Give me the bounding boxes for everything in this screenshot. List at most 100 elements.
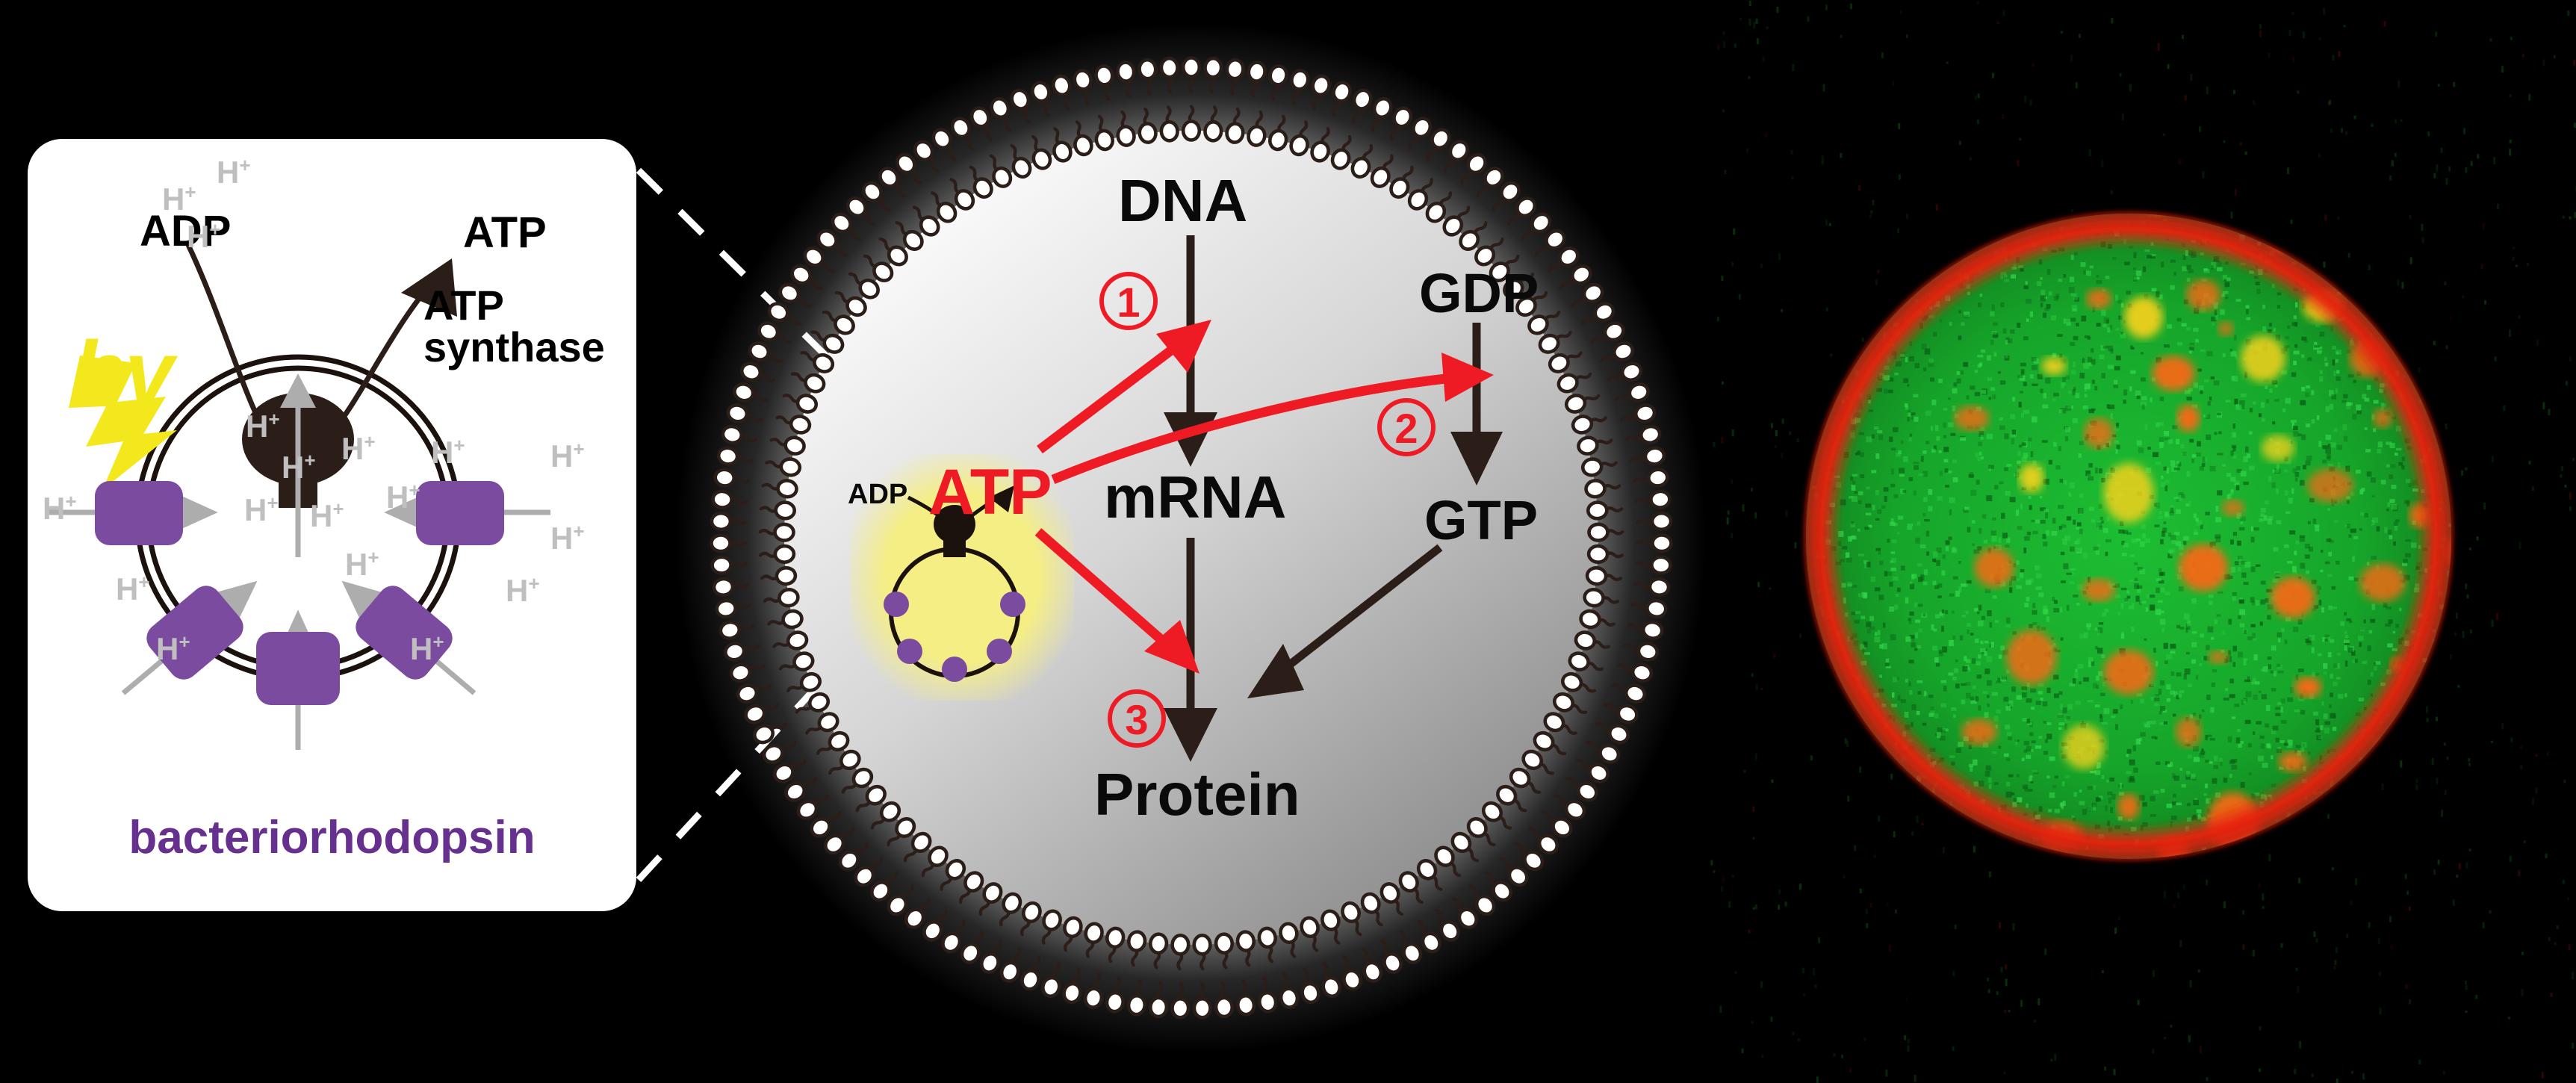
proton-label: H+: [156, 630, 190, 666]
background-speckle: [2329, 100, 2332, 105]
background-speckle: [1770, 1017, 1773, 1023]
background-speckle: [2070, 208, 2073, 213]
lipid-head: [1457, 907, 1479, 929]
background-speckle: [2394, 152, 2397, 158]
background-speckle: [2501, 723, 2504, 730]
background-speckle: [2465, 583, 2468, 589]
background-speckle: [2433, 869, 2436, 875]
background-speckle: [2223, 140, 2226, 143]
lipid-head: [1650, 511, 1673, 532]
inset-caption-bacteriorhodopsin: bacteriorhodopsin: [128, 812, 536, 863]
background-speckle: [2119, 73, 2122, 77]
lipid-head: [969, 106, 990, 128]
background-speckle: [1818, 937, 1820, 943]
lipid-head: [711, 489, 733, 509]
background-speckle: [1916, 815, 1919, 823]
background-speckle: [1760, 264, 1763, 268]
background-speckle: [2437, 84, 2440, 87]
lipid-head: [1425, 202, 1447, 223]
lipid-head: [1579, 609, 1601, 630]
background-speckle: [2574, 211, 2576, 218]
background-speckle: [2197, 969, 2200, 972]
proton-label: H+: [246, 408, 280, 444]
background-speckle: [2480, 264, 2483, 270]
background-speckle: [2121, 113, 2124, 121]
background-speckle: [2518, 542, 2521, 550]
background-speckle: [2118, 916, 2120, 921]
background-speckle: [1996, 991, 1999, 995]
lipid-head: [1181, 56, 1202, 78]
background-speckle: [2302, 31, 2305, 39]
lipid-head: [715, 598, 737, 619]
lipid-head: [1031, 81, 1051, 103]
background-speckle: [2456, 875, 2459, 878]
lipid-head: [922, 920, 943, 942]
background-speckle: [2457, 685, 2460, 688]
background-speckle: [2401, 282, 2404, 289]
bacteriorhodopsin-pump-lower-left: [146, 586, 243, 680]
background-speckle: [1751, 488, 1753, 491]
vesicle-graphics: 1 2 3: [676, 22, 1707, 1053]
background-speckle: [2556, 925, 2559, 929]
lipid-head: [838, 850, 860, 872]
background-speckle: [2518, 315, 2521, 319]
background-speckle: [1755, 18, 1758, 24]
background-speckle: [2330, 128, 2333, 133]
background-speckle: [2404, 874, 2407, 879]
lipid-head: [729, 662, 752, 683]
lipid-head: [931, 128, 952, 150]
background-speckle: [2444, 423, 2447, 426]
background-speckle: [2253, 103, 2256, 106]
lipid-head: [795, 394, 819, 414]
background-speckle: [1778, 904, 1781, 910]
lipid-head: [710, 533, 732, 553]
proton-label: H+: [431, 434, 465, 470]
background-speckle: [2230, 211, 2233, 219]
atp-synthase-line2: synthase: [423, 323, 605, 370]
arrow-atp-step2: [1051, 372, 1461, 485]
background-speckle: [2331, 867, 2334, 871]
background-speckle: [1775, 444, 1777, 449]
proton-label: H+: [345, 546, 379, 582]
background-speckle: [2252, 949, 2255, 957]
background-speckle: [2520, 765, 2523, 770]
background-speckle: [2542, 402, 2545, 410]
micrograph-graphics: [1710, 0, 2576, 1083]
background-speckle: [2299, 1040, 2302, 1049]
lipid-head: [710, 511, 733, 532]
lipid-head: [828, 730, 850, 752]
lipid-head: [716, 446, 739, 466]
lipid-head: [1598, 743, 1621, 764]
background-speckle: [1825, 307, 1828, 311]
lipid-head: [1279, 987, 1300, 1009]
background-speckle: [2496, 204, 2499, 209]
lipid-bilayer-membrane: [710, 56, 1673, 1020]
background-speckle: [1713, 870, 1716, 873]
arrowhead-atp-step1: [1156, 320, 1211, 373]
lipid-head: [1010, 88, 1031, 111]
background-speckle: [2444, 281, 2447, 285]
background-speckle: [2465, 467, 2468, 471]
background-speckle: [2436, 716, 2438, 722]
background-speckle: [1878, 816, 1881, 822]
background-speckle: [2444, 789, 2447, 795]
background-speckle: [2568, 944, 2571, 951]
background-speckle: [2427, 131, 2430, 137]
background-speckle: [1954, 924, 1957, 930]
background-speckle: [2462, 295, 2465, 298]
proton-label: H+: [341, 430, 376, 466]
lipid-head: [778, 282, 801, 303]
background-speckle: [2536, 339, 2539, 346]
lipid-head: [1360, 892, 1381, 914]
background-speckle: [2343, 25, 2346, 28]
background-speckle: [2244, 151, 2247, 155]
background-speckle: [2465, 1011, 2468, 1013]
background-speckle: [1816, 1076, 1819, 1083]
background-speckle: [2409, 214, 2412, 219]
lipid-head: [1466, 152, 1487, 175]
vesicle-label-protein: Protein: [1094, 761, 1300, 828]
lipid-head: [1421, 931, 1441, 954]
background-speckle: [2443, 742, 2446, 745]
lipid-head: [1398, 871, 1419, 893]
background-speckle: [2137, 999, 2140, 1005]
